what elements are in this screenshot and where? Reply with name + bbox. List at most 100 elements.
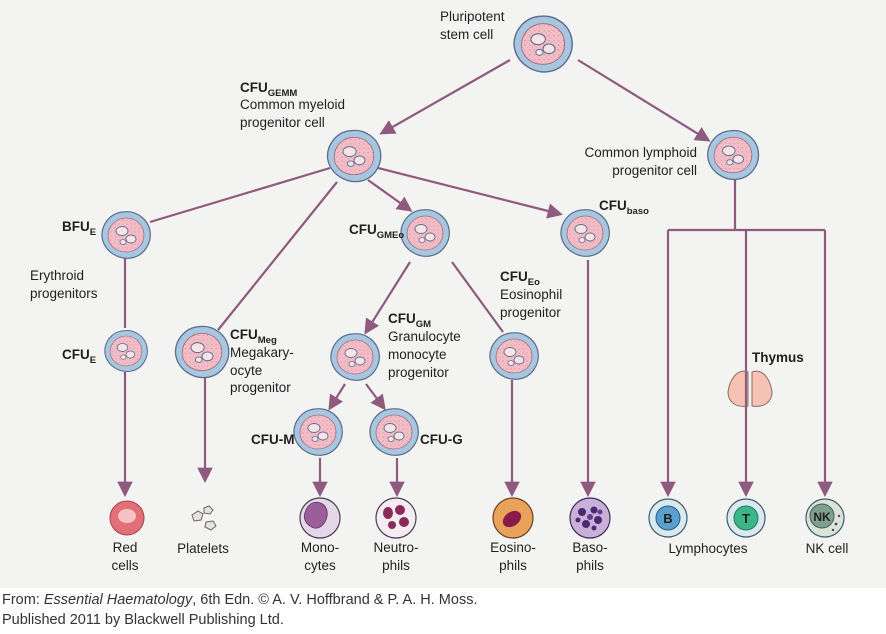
b-lymphocyte-icon: B	[648, 498, 688, 538]
connectors	[117, 59, 833, 498]
neutrophils-label-1: Neutro-	[373, 540, 418, 555]
line-gemm-to-meg	[217, 181, 338, 331]
stem-label-1: Pluripotent	[440, 9, 505, 24]
svg-text:Granulocyte: Granulocyte	[388, 329, 461, 344]
lymphoid-label-1: Common lymphoid	[584, 145, 697, 160]
meg-desc-2: ocyte	[230, 363, 262, 378]
baso-subscript: baso	[627, 206, 649, 217]
svg-text:BFUE: BFUE	[62, 219, 96, 238]
svg-text:cytes: cytes	[304, 558, 336, 573]
nk-cell-letter: NK	[813, 510, 831, 524]
svg-text:ocyte: ocyte	[230, 363, 262, 378]
source-credit: From: Essential Haematology, 6th Edn. © …	[2, 590, 886, 630]
platelets-label: Platelets	[177, 541, 229, 556]
common-lymphoid-cell-icon	[707, 129, 760, 181]
cfugmeo-cell-icon	[400, 209, 450, 257]
basophils-label-1: Baso-	[572, 540, 607, 555]
thymus-icon	[727, 370, 773, 408]
diagram-svg: B T NK Pluripotent stem cell CFUGEMM Com…	[30, 9, 848, 573]
svg-text:progenitor cell: progenitor cell	[240, 115, 325, 130]
cfue-cell-icon	[104, 329, 148, 373]
cfug-label: CFU-G	[420, 432, 463, 447]
cfum-label: CFU-M	[251, 432, 295, 447]
monocytes-label-1: Mono-	[301, 540, 339, 555]
red-cells-label-2: cells	[111, 558, 138, 573]
b-cell-letter: B	[663, 511, 672, 526]
red-cell-icon	[109, 500, 145, 536]
svg-text:Pluripotent: Pluripotent	[440, 9, 505, 24]
cfubaso-cell-icon	[560, 209, 610, 257]
svg-text:cells: cells	[111, 558, 138, 573]
svg-text:CFUE: CFUE	[62, 347, 96, 366]
svg-text:CFUGEMM: CFUGEMM	[240, 80, 297, 99]
svg-text:progenitor cell: progenitor cell	[612, 163, 697, 178]
cfugm-cell-icon	[330, 333, 380, 381]
thymus-label: Thymus	[752, 350, 804, 365]
gemm-label: CFU	[240, 80, 268, 95]
eo-subscript: Eo	[528, 277, 540, 288]
line-gemm-to-bfue	[149, 166, 331, 224]
meg-desc-1: Megakary-	[230, 345, 294, 360]
svg-text:monocyte: monocyte	[388, 347, 447, 362]
gmeo-label: CFU	[349, 222, 377, 237]
svg-text:Common myeloid: Common myeloid	[240, 97, 345, 112]
basophils-label-2: phils	[576, 558, 604, 573]
eo-desc-1: Eosinophil	[500, 287, 562, 302]
gm-desc-3: progenitor	[388, 365, 449, 380]
arrow-stem-to-lymphoid	[577, 59, 711, 142]
gemm-subscript: GEMM	[268, 88, 298, 99]
svg-text:Red: Red	[113, 540, 138, 555]
basophil-icon	[569, 497, 611, 539]
stem-label-2: stem cell	[440, 27, 493, 42]
svg-text:Baso-: Baso-	[572, 540, 607, 555]
eo-desc-2: progenitor	[500, 305, 561, 320]
svg-text:CFUbaso: CFUbaso	[599, 198, 649, 217]
cfueo-cell-icon	[489, 332, 539, 380]
gm-label: CFU	[388, 311, 416, 326]
arrow-gmeo-to-gm	[364, 261, 411, 335]
lymphoid-label-2: progenitor cell	[612, 163, 697, 178]
credit-prefix: From:	[2, 592, 44, 608]
platelets-icon	[191, 505, 217, 531]
svg-text:progenitors: progenitors	[30, 286, 98, 301]
cfug-cell-icon	[369, 408, 419, 456]
pluripotent-stem-cell-icon	[513, 15, 573, 73]
svg-text:progenitor: progenitor	[500, 305, 561, 320]
eo-label: CFU	[500, 269, 528, 284]
bfue-cell-icon	[101, 211, 151, 259]
svg-text:progenitor: progenitor	[388, 365, 449, 380]
svg-text:phils: phils	[499, 558, 527, 573]
svg-text:Neutro-: Neutro-	[373, 540, 418, 555]
neutrophils-label-2: phils	[382, 558, 410, 573]
svg-text:phils: phils	[382, 558, 410, 573]
svg-text:Eosino-: Eosino-	[490, 540, 536, 555]
t-lymphocyte-icon: T	[726, 498, 766, 538]
red-cells-label-1: Red	[113, 540, 138, 555]
arrow-gemm-to-gmeo	[367, 179, 413, 212]
nk-cell-label: NK cell	[806, 541, 849, 556]
svg-text:CFUMeg: CFUMeg	[230, 327, 277, 346]
arrow-gm-to-cfug	[365, 383, 386, 411]
t-cell-letter: T	[742, 511, 750, 526]
credit-line-1: From: Essential Haematology, 6th Edn. © …	[2, 590, 886, 610]
cfue-subscript: E	[90, 355, 96, 366]
hematopoiesis-diagram: B T NK Pluripotent stem cell CFUGEMM Com…	[0, 0, 886, 588]
meg-desc-3: progenitor	[230, 380, 291, 395]
gm-subscript: GM	[416, 319, 431, 330]
neutrophil-icon	[375, 497, 417, 539]
arrow-stem-to-gemm	[379, 59, 511, 135]
credit-line-2: Published 2011 by Blackwell Publishing L…	[2, 612, 284, 628]
svg-text:stem cell: stem cell	[440, 27, 493, 42]
lymphocytes-label: Lymphocytes	[668, 541, 747, 556]
credit-book-title: Essential Haematology	[43, 592, 193, 608]
svg-text:Common lymphoid: Common lymphoid	[584, 145, 697, 160]
labels: Pluripotent stem cell CFUGEMM Common mye…	[30, 9, 848, 573]
eosinophil-icon	[492, 497, 534, 539]
gemm-desc-2: progenitor cell	[240, 115, 325, 130]
gemm-desc-1: Common myeloid	[240, 97, 345, 112]
svg-text:Mono-: Mono-	[301, 540, 339, 555]
arrow-gemm-to-baso	[377, 166, 563, 219]
svg-text:phils: phils	[576, 558, 604, 573]
svg-text:CFUEo: CFUEo	[500, 269, 540, 288]
